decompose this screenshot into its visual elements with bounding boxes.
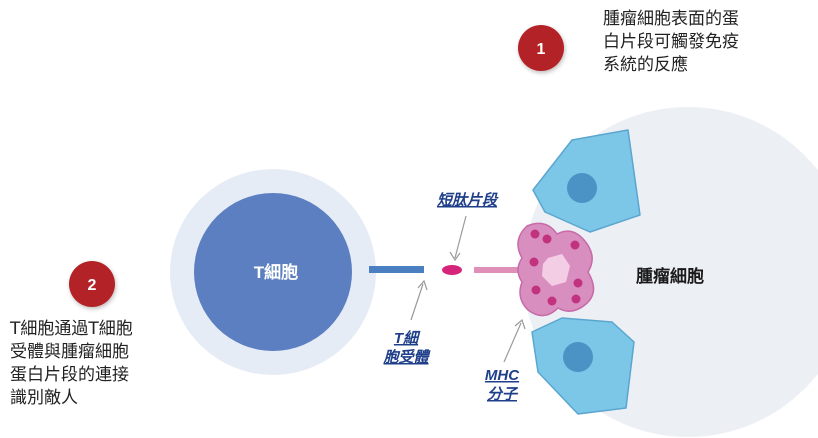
granule <box>531 285 541 295</box>
granule <box>530 229 540 239</box>
tcr-label-line1: T細 <box>394 330 421 347</box>
step-1-number: 1 <box>537 41 546 58</box>
tcr-pointer <box>410 283 424 321</box>
mhc-pointer <box>503 322 522 363</box>
step-1-text-line: 系統的反應 <box>603 55 688 75</box>
neighbor-cell-bottom-nucleus <box>563 342 593 372</box>
tcr-label-line2: 胞受體 <box>382 349 431 366</box>
step-2-badge <box>69 261 115 307</box>
step-2-text-line: 蛋白片段的連接 <box>10 365 129 385</box>
granule <box>573 278 583 288</box>
peptide-label: 短肽片段 <box>437 191 499 209</box>
step-1-text-line: 腫瘤細胞表面的蛋 <box>603 9 739 29</box>
t-cell <box>194 193 352 351</box>
step-2-number: 2 <box>88 277 97 294</box>
mhc-label-line2: 分子 <box>487 386 519 403</box>
step-2-text-line: T細胞通過T細胞 <box>10 319 133 339</box>
step-2-text-line: 識別敵人 <box>10 388 78 408</box>
t-cell-receptor-bar <box>369 266 424 273</box>
granule <box>529 257 539 267</box>
step-1-text-line: 白片段可觸發免疫 <box>603 32 739 52</box>
granule <box>547 296 557 306</box>
granule <box>570 240 580 250</box>
step-1-badge <box>518 25 564 71</box>
step-1-text: 腫瘤細胞表面的蛋 白片段可觸發免疫 系統的反應 <box>603 8 739 77</box>
step-2-text-line: 受體與腫瘤細胞 <box>10 342 129 362</box>
t-cell-label: T細胞 <box>254 262 298 282</box>
peptide-pointer <box>454 215 467 259</box>
peptide-fragment <box>442 265 462 275</box>
tcr-pointer-head <box>417 279 428 291</box>
presenting-tumor-cell-nucleus <box>542 254 570 286</box>
granule <box>571 294 581 304</box>
mhc-bar <box>474 267 524 273</box>
peptide-pointer-head <box>449 251 461 262</box>
mhc-pointer-head <box>514 318 526 330</box>
mhc-label-line1: MHC <box>485 367 520 384</box>
granule <box>542 234 552 244</box>
tumor-cell-label: 腫瘤細胞 <box>636 266 704 286</box>
neighbor-cell-top-nucleus <box>567 173 597 203</box>
step-2-text: T細胞通過T細胞 受體與腫瘤細胞 蛋白片段的連接 識別敵人 <box>10 318 133 410</box>
